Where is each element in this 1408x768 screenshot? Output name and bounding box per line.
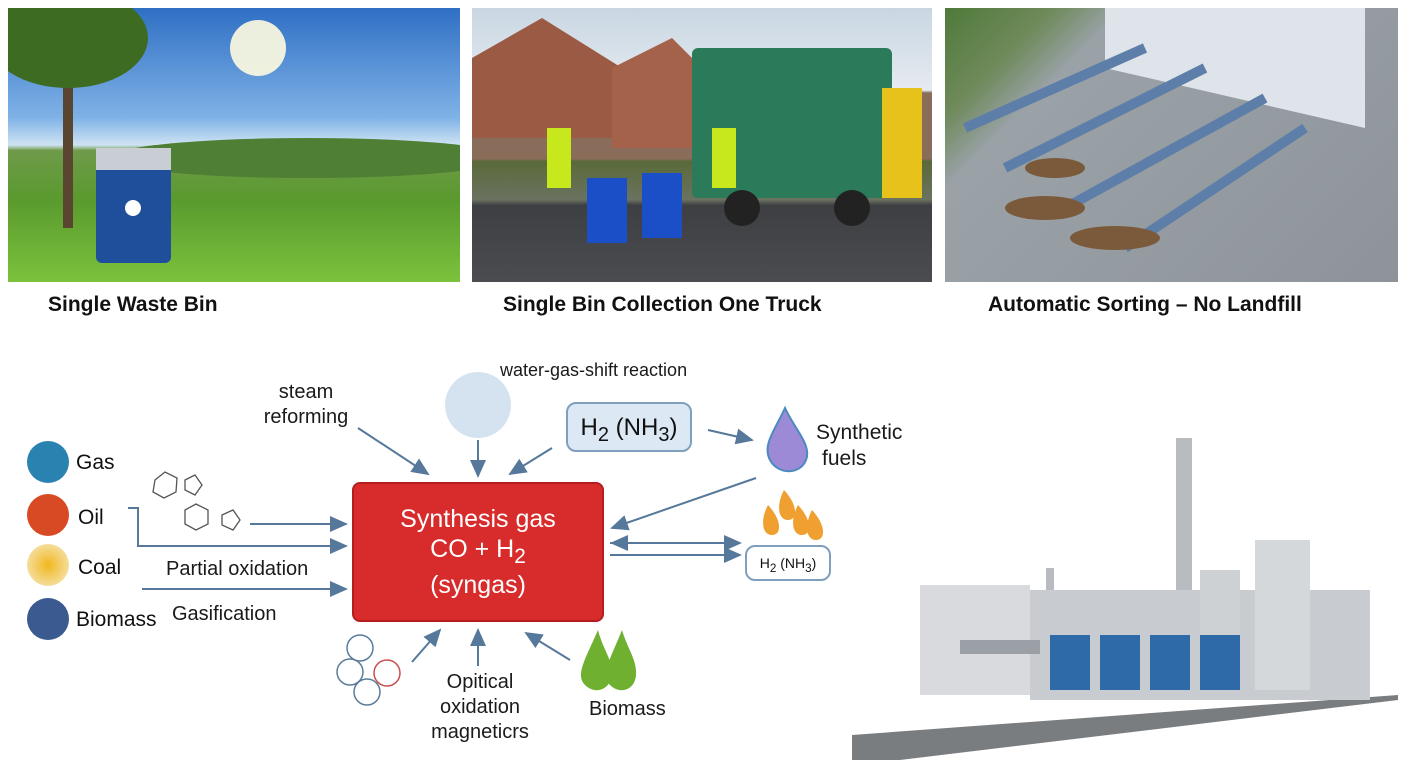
biomass-icon xyxy=(27,598,69,640)
h2-nh3-small-box: H2 (NH3) xyxy=(745,545,831,581)
garbage-truck-icon xyxy=(692,48,892,198)
flames-icon xyxy=(763,490,824,540)
sorting-facility-illustration xyxy=(962,8,1365,253)
caption-single-waste-bin: Single Waste Bin xyxy=(48,293,218,316)
arrow-h2 xyxy=(508,447,553,476)
arrow-fuels-to-syngas xyxy=(610,477,757,531)
label-steam: steam xyxy=(278,381,334,403)
gas-icon xyxy=(27,441,69,483)
source-coal: Coal xyxy=(78,556,122,579)
formula-text: CO + H xyxy=(430,535,515,563)
label-gasification: Gasification xyxy=(172,603,277,625)
nh3-sub: 3 xyxy=(658,423,670,446)
formula-sub: 2 xyxy=(514,545,526,568)
source-gas: Gas xyxy=(76,451,115,474)
caption-collection-truck: Single Bin Collection One Truck xyxy=(503,293,822,316)
label-wgs: water-gas-shift reaction xyxy=(500,360,688,380)
photo-sorting-facility xyxy=(945,8,1398,282)
label-fuels: fuels xyxy=(822,447,867,471)
arrow-rings xyxy=(411,628,442,663)
syngas-box: Synthesis gas CO + H2 (syngas) xyxy=(352,482,604,622)
arrow-h2-to-fuels xyxy=(707,428,754,445)
nh-small-text: (NH xyxy=(776,555,806,571)
syngas-formula: CO + H2 xyxy=(354,534,602,570)
wgs-reaction-icon xyxy=(445,372,511,438)
paren-small-text: ) xyxy=(811,555,817,571)
label-optical: Opitical oxidation magneticrs xyxy=(420,670,540,745)
label-synthetic-fuels: Synthetic fuels xyxy=(816,420,902,473)
label-reforming: reforming xyxy=(263,406,349,428)
h2-text: H xyxy=(580,414,598,441)
syngas-subtitle: (syngas) xyxy=(430,570,526,599)
label-synthetic: Synthetic xyxy=(816,421,903,444)
paren-text: ) xyxy=(669,414,678,441)
label-partial-oxidation: Partial oxidation xyxy=(166,558,309,580)
molecule-icon xyxy=(152,471,241,531)
bin-scene-illustration xyxy=(8,8,460,263)
h2-nh3-box: H2 (NH3) xyxy=(566,402,692,452)
gasification-plant-illustration xyxy=(852,438,1398,760)
label-optical-2: oxidation xyxy=(439,696,521,718)
label-biomass-bottom: Biomass xyxy=(589,698,666,720)
photo-single-waste-bin xyxy=(8,8,460,282)
label-optical-1: Opitical xyxy=(446,671,514,693)
photo-collection-truck xyxy=(472,8,932,282)
synthetic-fuel-drop-icon xyxy=(766,405,809,473)
source-biomass: Biomass xyxy=(76,608,157,631)
arrow-oil xyxy=(128,507,348,554)
label-steam-reforming: steam reforming xyxy=(256,380,356,430)
oil-icon xyxy=(27,494,69,536)
label-optical-3: magneticrs xyxy=(431,721,529,743)
syngas-title: Synthesis gas xyxy=(400,505,556,533)
biomass-drops-icon xyxy=(580,630,637,691)
arrow-steam-reforming xyxy=(357,427,430,476)
nh-text: (NH xyxy=(609,414,659,441)
rings-molecule-icon xyxy=(336,634,401,706)
nh3-small-sub: 3 xyxy=(805,561,812,575)
source-oil: Oil xyxy=(78,506,104,529)
h2-small-sub: 2 xyxy=(769,561,777,575)
h2-sub: 2 xyxy=(597,423,609,446)
caption-sorting: Automatic Sorting – No Landfill xyxy=(988,293,1302,316)
h2-small-text: H xyxy=(759,555,770,571)
arrow-biomass xyxy=(524,631,571,661)
coal-icon xyxy=(27,544,69,586)
truck-scene-illustration xyxy=(472,18,922,243)
